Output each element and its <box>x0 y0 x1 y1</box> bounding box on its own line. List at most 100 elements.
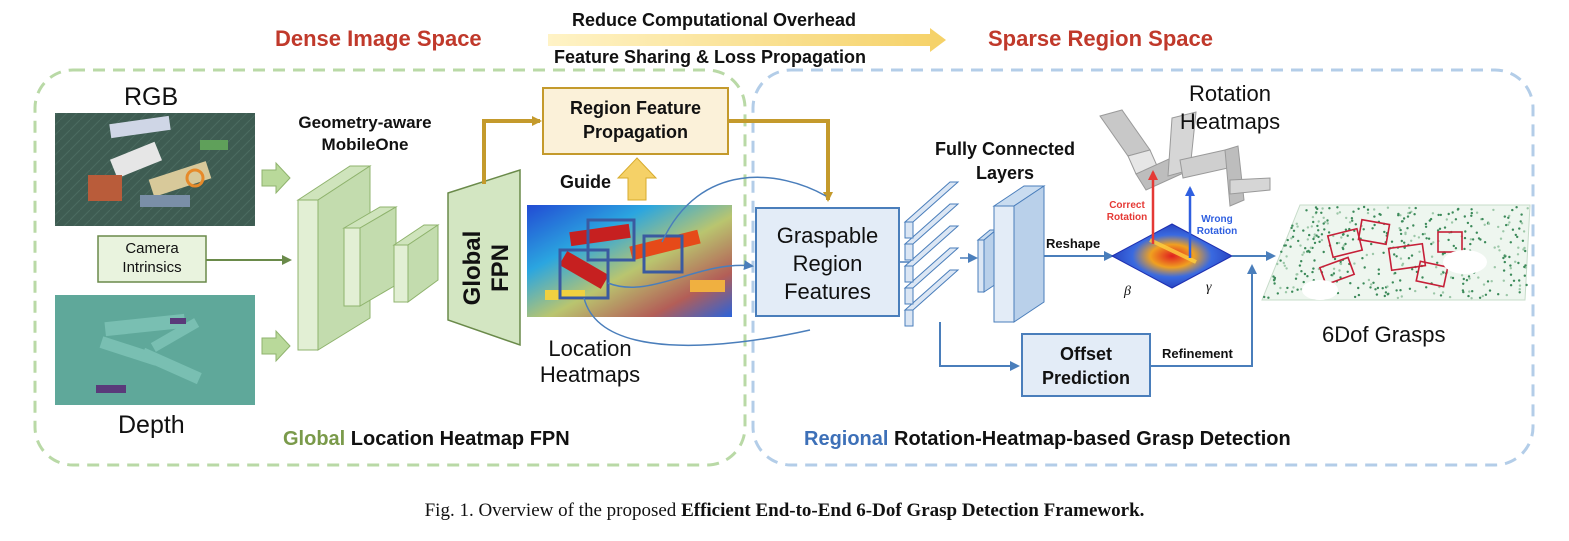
cloud-point <box>1370 242 1373 246</box>
cloud-point <box>1436 229 1440 232</box>
roi-connector-middle <box>607 260 754 288</box>
cloud-point <box>1306 250 1309 253</box>
cloud-point <box>1306 226 1310 229</box>
cloud-point <box>1402 217 1406 220</box>
cloud-point <box>1442 271 1445 274</box>
cloud-point <box>1391 281 1395 284</box>
camera-intrinsics-label: Camera Intrinsics <box>122 240 182 276</box>
cloud-point <box>1508 255 1511 259</box>
cloud-point <box>1410 239 1413 242</box>
cloud-point <box>1468 277 1471 280</box>
correct-rotation-label: Correct Rotation <box>1106 200 1148 223</box>
cloud-point <box>1447 238 1450 242</box>
cloud-point <box>1280 250 1283 253</box>
cloud-point <box>1408 206 1411 210</box>
cloud-point <box>1479 238 1482 241</box>
cloud-point <box>1469 238 1473 241</box>
cloud-point <box>1376 286 1380 290</box>
cloud-point <box>1374 288 1377 291</box>
cloud-point <box>1410 254 1414 257</box>
cloud-point <box>1470 297 1473 300</box>
cloud-point <box>1509 273 1513 276</box>
cloud-point <box>1490 280 1493 283</box>
cloud-point <box>1452 244 1456 248</box>
cloud-point <box>1425 286 1428 289</box>
cloud-point <box>1346 270 1349 273</box>
cloud-point <box>1306 238 1310 241</box>
cloud-point <box>1411 268 1414 271</box>
cloud-point <box>1313 236 1316 239</box>
cloud-point <box>1320 238 1324 242</box>
cloud-point <box>1447 212 1450 216</box>
cloud-point <box>1502 256 1505 260</box>
cloud-point <box>1456 208 1460 211</box>
cloud-point <box>1286 286 1289 290</box>
cloud-point <box>1279 286 1282 290</box>
cloud-point <box>1509 241 1513 244</box>
cloud-point <box>1369 286 1372 289</box>
cloud-point <box>1302 280 1305 284</box>
cloud-point <box>1522 230 1526 233</box>
cloud-point <box>1483 241 1487 244</box>
cloud-point <box>1395 289 1398 292</box>
cloud-point <box>1286 238 1289 242</box>
cloud-point <box>1497 293 1500 296</box>
gamma-label: γ <box>1206 280 1212 295</box>
cloud-point <box>1333 257 1337 261</box>
cloud-point <box>1399 257 1403 260</box>
cloud-point <box>1432 241 1435 244</box>
cloud-point <box>1353 262 1356 265</box>
cloud-point <box>1492 208 1495 212</box>
cloud-point <box>1283 264 1287 267</box>
graspable-region-features-box <box>755 207 900 317</box>
cloud-point <box>1328 207 1331 210</box>
cloud-point <box>1522 248 1525 251</box>
cloud-point <box>1289 245 1292 248</box>
cloud-point <box>1504 255 1507 258</box>
cloud-point <box>1291 290 1294 293</box>
cloud-point <box>1468 290 1471 293</box>
cloud-point <box>1518 291 1521 294</box>
cloud-point <box>1311 270 1314 274</box>
cloud-point <box>1424 222 1428 226</box>
cloud-point <box>1379 213 1382 216</box>
cloud-point <box>1471 290 1474 293</box>
cloud-point <box>1394 271 1397 275</box>
cloud-point <box>1284 291 1288 294</box>
cloud-point <box>1520 213 1523 216</box>
cloud-point <box>1481 217 1484 221</box>
cloud-point <box>1441 291 1445 294</box>
rgb-label: RGB <box>124 83 179 111</box>
cloud-point <box>1463 236 1467 240</box>
cloud-point <box>1526 207 1529 210</box>
cloud-point <box>1367 278 1371 282</box>
cloud-point <box>1421 276 1424 279</box>
cloud-point <box>1311 215 1315 219</box>
cloud-point <box>1357 293 1361 297</box>
cloud-point <box>1366 208 1370 211</box>
cloud-point <box>1395 255 1398 258</box>
offset-prediction-label: Offset Prediction <box>1041 344 1130 388</box>
cloud-point <box>1439 294 1443 297</box>
cloud-point <box>1464 230 1467 233</box>
cloud-point <box>1312 220 1315 224</box>
cloud-point <box>1362 205 1366 209</box>
cloud-point <box>1381 287 1384 290</box>
cloud-point <box>1497 225 1500 229</box>
cloud-point <box>1303 272 1307 276</box>
cloud-point <box>1493 246 1496 249</box>
cloud-point <box>1509 267 1513 270</box>
cloud-point <box>1350 217 1354 220</box>
cloud-point <box>1308 233 1311 237</box>
cloud-point <box>1386 293 1390 296</box>
cloud-point <box>1511 208 1514 212</box>
cloud-point <box>1290 226 1293 230</box>
cloud-point <box>1498 249 1501 252</box>
cloud-point <box>1443 226 1447 229</box>
cloud-point <box>1344 228 1348 231</box>
cloud-point <box>1465 279 1469 282</box>
cloud-point <box>1370 283 1373 286</box>
cloud-point <box>1403 246 1406 249</box>
cloud-point <box>1399 232 1403 236</box>
cloud-point <box>1475 211 1479 214</box>
